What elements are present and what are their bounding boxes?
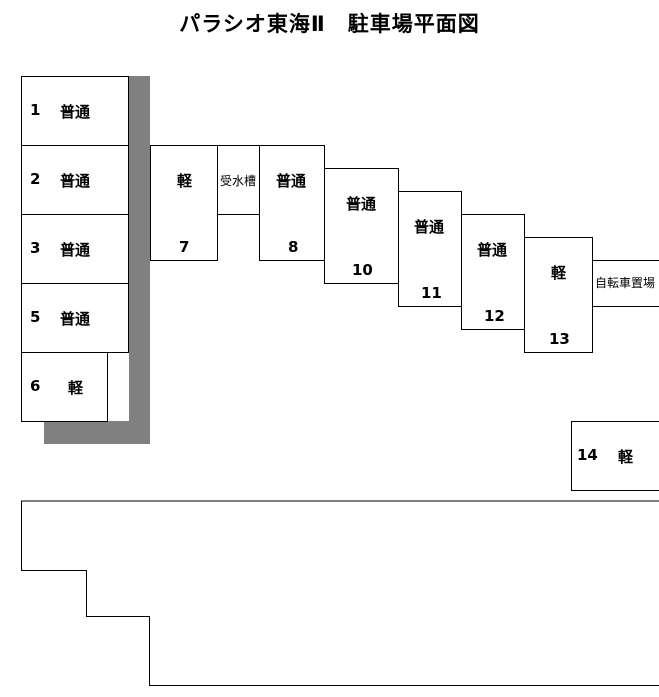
- parking-space-3: 3 普通: [21, 214, 129, 284]
- parking-space-8: 普通 8: [259, 145, 325, 261]
- bicycle-parking-label: 自転車置場: [595, 276, 656, 290]
- wall-shadow-horizontal: [44, 421, 150, 444]
- space-type: 軽: [68, 379, 84, 397]
- parking-space-11: 普通 11: [398, 191, 462, 307]
- space-number: 3: [30, 239, 41, 257]
- water-tank-label: 受水槽: [220, 174, 257, 188]
- parking-space-13: 軽 13: [524, 237, 593, 353]
- space-number: 5: [30, 308, 41, 326]
- page-title: パラシオ東海Ⅱ 駐車場平面図: [179, 12, 480, 36]
- parking-space-12: 普通 12: [461, 214, 525, 330]
- space-type: 普通: [60, 172, 91, 190]
- space-type: 普通: [60, 310, 91, 328]
- space-number: 11: [421, 284, 442, 302]
- space-type: 軽: [618, 448, 634, 466]
- parking-space-10: 普通 10: [324, 168, 399, 284]
- space-type: 普通: [346, 195, 377, 213]
- space-type: 軽: [177, 172, 193, 190]
- space-number: 10: [352, 261, 373, 279]
- space-type: 普通: [276, 172, 307, 190]
- parking-space-1: 1 普通: [21, 76, 129, 146]
- space-number: 1: [30, 101, 41, 119]
- space-number: 6: [30, 377, 41, 395]
- parking-space-14: 14 軽: [571, 421, 659, 491]
- space-type: 普通: [477, 241, 508, 259]
- space-number: 2: [30, 170, 41, 188]
- space-type: 普通: [60, 241, 91, 259]
- building-outline-line: [21, 500, 659, 686]
- space-number: 7: [179, 238, 190, 256]
- space-type: 普通: [60, 103, 91, 121]
- space-number: 8: [288, 238, 299, 256]
- parking-space-5: 5 普通: [21, 283, 129, 353]
- space-type: 軽: [551, 264, 567, 282]
- space-number: 12: [484, 307, 505, 325]
- space-number: 13: [549, 330, 570, 348]
- water-tank: 受水槽: [217, 145, 260, 215]
- parking-space-7: 軽 7: [150, 145, 218, 261]
- parking-space-6: 6 軽: [21, 352, 108, 422]
- wall-shadow-vertical: [129, 76, 150, 444]
- parking-space-2: 2 普通: [21, 145, 129, 215]
- space-type: 普通: [414, 218, 445, 236]
- bicycle-parking: 自転車置場: [592, 260, 659, 307]
- space-number: 14: [577, 446, 598, 464]
